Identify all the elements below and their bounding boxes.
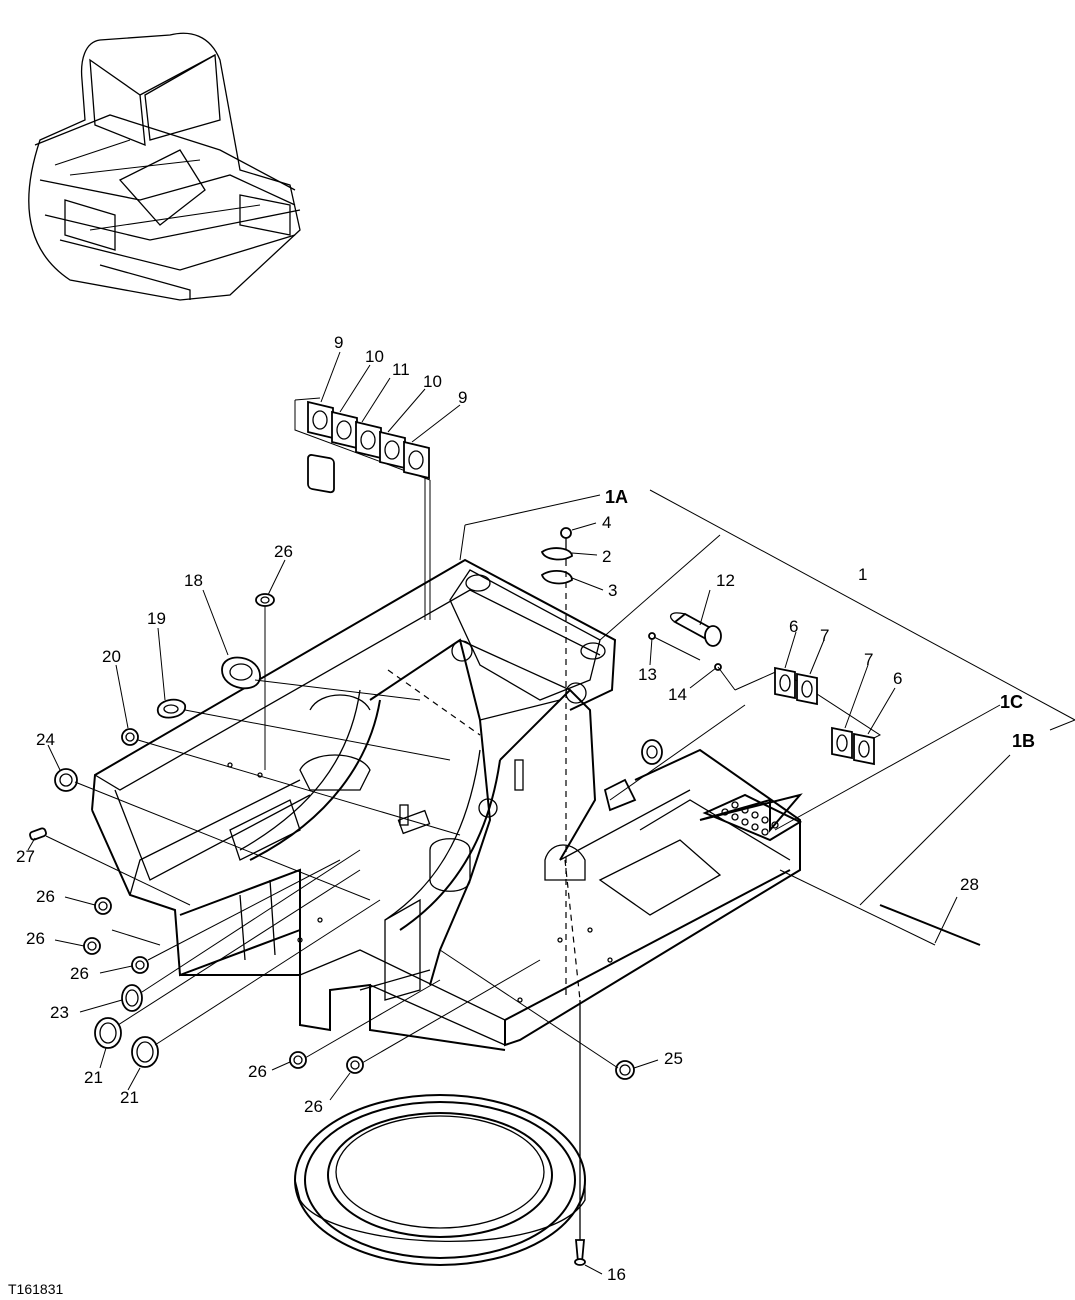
- callout-1C: 1C: [1000, 692, 1023, 712]
- callout-14: 14: [668, 685, 687, 704]
- callout-11: 11: [392, 360, 410, 379]
- callout-7: 7: [820, 626, 829, 645]
- callout-18: 18: [184, 571, 203, 590]
- callout-2: 2: [602, 547, 611, 566]
- callout-9: 9: [458, 388, 467, 407]
- callout-25: 25: [664, 1049, 683, 1068]
- callout-12: 12: [716, 571, 735, 590]
- callout-24: 24: [36, 730, 55, 749]
- callout-26: 26: [70, 964, 89, 983]
- callout-leaders: [27, 351, 958, 1275]
- pin-assembly: [648, 612, 736, 691]
- callout-4: 4: [602, 513, 611, 532]
- callout-1: 1: [858, 565, 867, 584]
- callout-1B: 1B: [1012, 731, 1035, 751]
- callout-6: 6: [893, 669, 902, 688]
- callout-9: 9: [334, 333, 343, 352]
- callout-16: 16: [607, 1265, 626, 1284]
- callout-23: 23: [50, 1003, 69, 1022]
- callout-26: 26: [274, 542, 293, 561]
- callout-26: 26: [26, 929, 45, 948]
- callout-7: 7: [864, 650, 873, 669]
- upper-frame-assembly: [91, 558, 801, 1051]
- perforated-panel: [699, 793, 803, 842]
- callout-1A: 1A: [605, 487, 628, 507]
- callout-labels: 9 10 11 10 9 1A 4 2 3 12 1 13 14 6 7 7 6…: [16, 333, 1035, 1284]
- callout-27: 27: [16, 847, 35, 866]
- callout-6: 6: [789, 617, 798, 636]
- callout-10: 10: [365, 347, 384, 366]
- callout-20: 20: [102, 647, 121, 666]
- top-bolt-shims: [540, 527, 573, 1000]
- callout-28: 28: [960, 875, 979, 894]
- assembly-brackets: [459, 489, 1075, 906]
- callout-13: 13: [638, 665, 657, 684]
- callout-26: 26: [248, 1062, 267, 1081]
- alignment-lines: [45, 669, 981, 1266]
- callout-21: 21: [120, 1088, 139, 1107]
- callout-26: 26: [304, 1097, 323, 1116]
- gasket-group-top: [294, 397, 431, 620]
- machine-overview-inset: [28, 32, 301, 301]
- bushings-seals: [29, 593, 663, 1080]
- swing-bearing: [294, 1094, 586, 1266]
- callout-19: 19: [147, 609, 166, 628]
- figure-id: T161831: [8, 1281, 63, 1297]
- callout-10: 10: [423, 372, 442, 391]
- callout-3: 3: [608, 581, 617, 600]
- callout-26: 26: [36, 887, 55, 906]
- callout-21: 21: [84, 1068, 103, 1087]
- gasket-group-right: [734, 666, 882, 766]
